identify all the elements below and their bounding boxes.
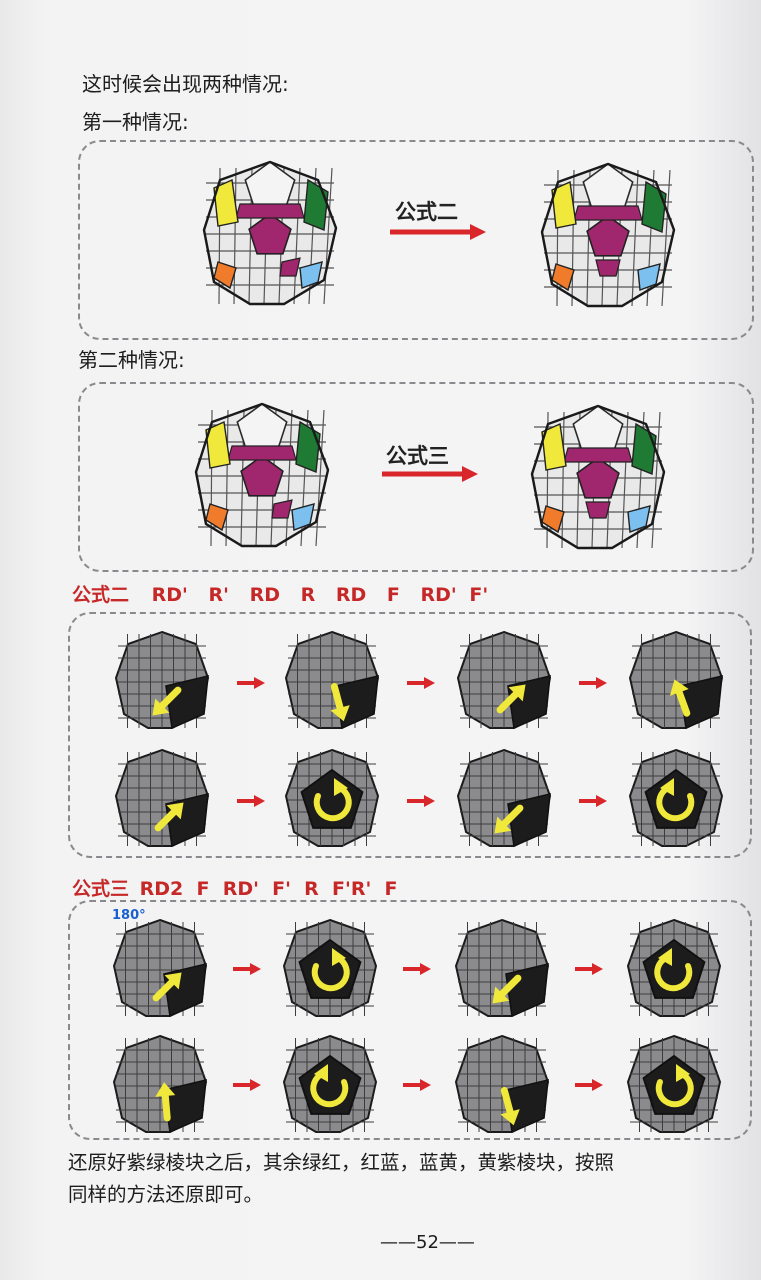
formula3-step-2 [282,918,378,1018]
case1-arrow-label: 公式二 [395,200,458,224]
formula3-step-8 [626,1034,722,1134]
page-number: ——52—— [380,1232,475,1253]
formula3-red-arrow-6 [575,1079,603,1091]
closing-paragraph-line1: 还原好紫绿棱块之后，其余绿红，红蓝，蓝黄，黄紫棱块，按照 [68,1151,615,1174]
case1-title: 第一种情况: [82,110,189,134]
case1-red-arrow [390,224,486,240]
case2-red-arrow [382,466,478,482]
formula2-move-1: RD' [151,584,188,606]
formula2-red-arrow-4 [237,795,265,807]
formula3-moves: RD2 F RD' F' R F'R' F [139,878,398,900]
formula2-red-arrow-3 [579,677,607,689]
formula2-line: 公式二 RD' R' RD R RD F RD' F' [72,580,488,607]
megaminx-after-case2 [528,402,668,552]
formula3-red-arrow-5 [403,1079,431,1091]
formula3-red-arrow-4 [233,1079,261,1091]
formula2-step-2 [284,630,380,730]
formula3-step-4 [626,918,722,1018]
megaminx-after-case1 [538,160,678,310]
formula3-red-arrow-2 [403,963,431,975]
formula2-step-5 [114,748,210,848]
formula2-step-1 [114,630,210,730]
formula2-red-arrow-2 [407,677,435,689]
formula2-red-arrow-1 [237,677,265,689]
intro-text: 这时候会出现两种情况: [82,72,289,96]
formula2-step-6 [284,748,380,848]
formula3-step-1 [112,918,208,1018]
case2-arrow-label: 公式三 [386,444,449,468]
formula2-step-7 [456,748,552,848]
formula3-step-5 [112,1034,208,1134]
formula3-box [68,900,752,1140]
formula2-move-4: R [300,584,316,606]
megaminx-before-case2 [192,400,332,550]
case2-box [78,382,754,572]
megaminx-before-case1 [200,158,340,308]
formula2-move-6: F [386,584,400,606]
formula2-red-arrow-6 [579,795,607,807]
case1-box [78,140,754,340]
formula2-red-arrow-5 [407,795,435,807]
formula2-move-5: RD [335,584,367,606]
rotation-180-label: 180° [112,908,146,923]
formula2-box [68,612,752,858]
formula2-step-8 [628,748,724,848]
formula3-red-arrow-3 [575,963,603,975]
formula2-step-4 [628,630,724,730]
formula3-red-arrow-1 [233,963,261,975]
formula3-line: 公式三 RD2 F RD' F' R F'R' F [72,874,398,901]
closing-paragraph-line2: 同样的方法还原即可。 [68,1183,264,1206]
case2-title: 第二种情况: [78,348,185,372]
formula2-name: 公式二 [72,584,130,606]
formula2-move-2: R' [208,584,229,606]
formula2-step-3 [456,630,552,730]
formula2-move-3: RD [249,584,280,606]
formula2-move-8: F' [469,584,489,606]
formula2-move-7: RD' [420,584,457,606]
formula3-step-6 [282,1034,378,1134]
formula3-step-7 [454,1034,550,1134]
formula3-step-3 [454,918,550,1018]
formula3-name: 公式三 [72,878,130,900]
